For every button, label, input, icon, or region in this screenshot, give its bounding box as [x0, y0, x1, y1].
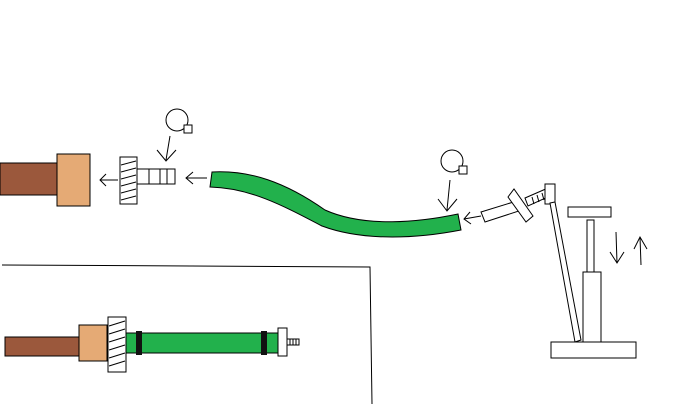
arrow-up-icon — [633, 235, 648, 266]
arrow-left-icon — [99, 173, 118, 187]
inset-frame — [1, 264, 373, 405]
threaded-adapter — [107, 316, 127, 373]
assembled-view — [1, 264, 373, 405]
arrow-left-icon — [463, 211, 482, 225]
threaded-adapter — [119, 156, 176, 205]
bicycle-pump — [544, 183, 637, 359]
hose-clamp-icon — [156, 108, 193, 162]
arrow-down-icon — [609, 231, 625, 264]
hose — [209, 171, 462, 238]
pipe — [4, 336, 80, 357]
hose-clamp-icon — [437, 149, 468, 212]
hose-clamp — [136, 331, 142, 355]
hose-clamp — [261, 331, 267, 355]
exploded-view — [0, 108, 648, 359]
pump-valve-adapter — [480, 187, 551, 223]
pump-valve-adapter — [277, 327, 300, 357]
hose — [125, 332, 280, 354]
arrow-left-icon — [185, 171, 207, 185]
pipe-fitting — [56, 153, 91, 207]
pipe — [0, 162, 58, 196]
pipe-fitting — [78, 324, 108, 362]
